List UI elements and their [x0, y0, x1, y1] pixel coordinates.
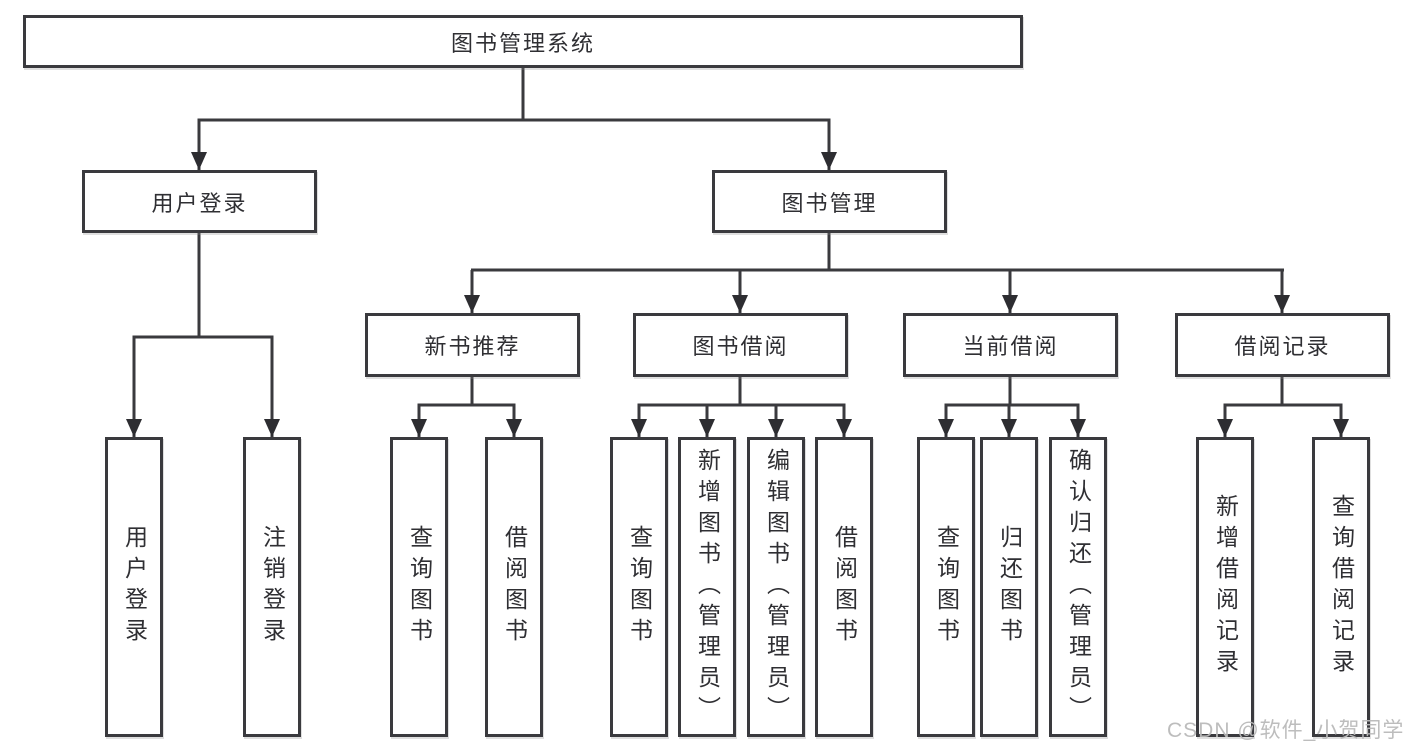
- node-borrow-books-2: 借阅图书: [815, 437, 873, 737]
- node-book-management: 图书管理: [712, 170, 947, 233]
- node-edit-books-admin: 编辑图书（管理员）: [747, 437, 805, 737]
- node-add-borrow-record: 新增借阅记录: [1196, 437, 1254, 737]
- node-label: 借阅图书: [831, 525, 858, 649]
- node-label: 查询图书: [933, 525, 960, 649]
- node-label: 确认归还（管理员）: [1065, 447, 1092, 727]
- node-confirm-return-admin: 确认归还（管理员）: [1049, 437, 1107, 737]
- node-label: 用户登录: [151, 190, 248, 216]
- node-query-books-3: 查询图书: [917, 437, 975, 737]
- node-label: 归还图书: [996, 525, 1023, 649]
- node-book-borrowing: 图书借阅: [633, 313, 848, 377]
- node-user-login: 用户登录: [82, 170, 317, 233]
- node-label: 新增图书（管理员）: [694, 447, 721, 727]
- node-label: 查询借阅记录: [1328, 494, 1355, 680]
- node-label: 注销登录: [259, 525, 286, 649]
- node-new-book-recommend: 新书推荐: [365, 313, 580, 377]
- node-label: 图书借阅: [692, 334, 789, 359]
- node-label: 查询图书: [406, 525, 433, 649]
- node-library-management-system: 图书管理系统: [23, 15, 1023, 68]
- node-current-borrowing: 当前借阅: [903, 313, 1118, 377]
- node-label: 新增借阅记录: [1212, 494, 1239, 680]
- node-user-login-leaf: 用户登录: [105, 437, 163, 737]
- node-query-books-1: 查询图书: [390, 437, 448, 737]
- node-label: 借阅图书: [501, 525, 528, 649]
- node-query-borrow-record: 查询借阅记录: [1312, 437, 1370, 737]
- node-label: 当前借阅: [962, 334, 1059, 359]
- node-logout-leaf: 注销登录: [243, 437, 301, 737]
- node-label: 图书管理: [781, 190, 878, 216]
- node-query-books-2: 查询图书: [610, 437, 668, 737]
- node-label: 查询图书: [626, 525, 653, 649]
- node-return-books: 归还图书: [980, 437, 1038, 737]
- node-label: 用户登录: [121, 525, 148, 649]
- node-add-books-admin: 新增图书（管理员）: [678, 437, 736, 737]
- node-borrowing-records: 借阅记录: [1175, 313, 1390, 377]
- csdn-watermark: CSDN @软件_小贺同学: [1167, 719, 1405, 742]
- node-label: 图书管理系统: [450, 30, 595, 56]
- node-borrow-books-1: 借阅图书: [485, 437, 543, 737]
- node-label: 新书推荐: [424, 334, 521, 359]
- node-label: 借阅记录: [1234, 334, 1331, 359]
- node-label: 编辑图书（管理员）: [763, 447, 790, 727]
